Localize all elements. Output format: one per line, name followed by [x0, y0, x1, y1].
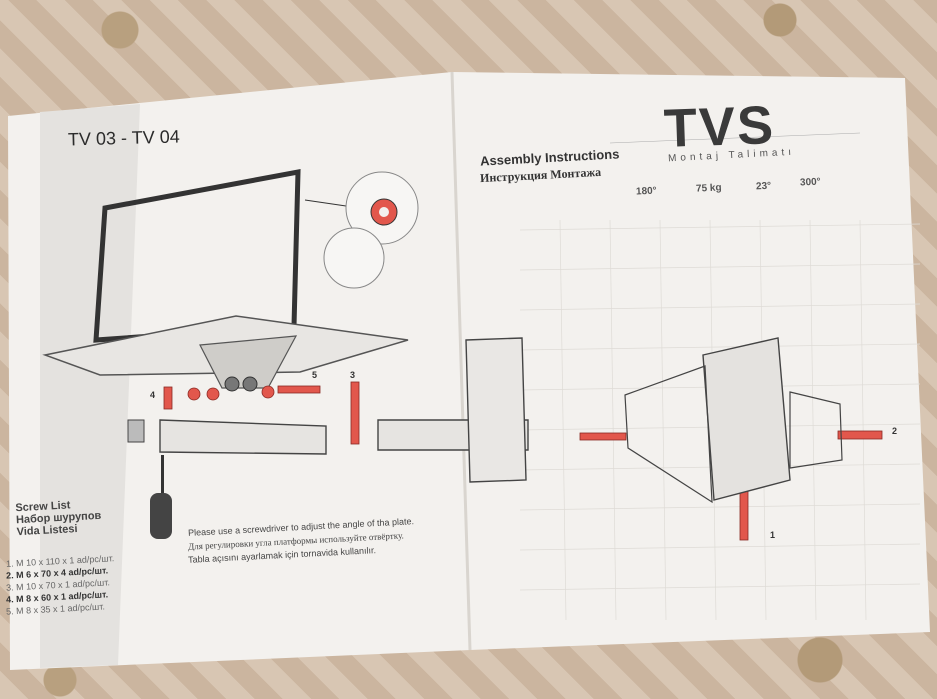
part-number-3: 3: [350, 370, 356, 380]
screw-2: [579, 432, 627, 441]
screwdriver: [150, 493, 172, 539]
part-number-5: 5: [312, 370, 318, 380]
screw-3: [350, 381, 360, 445]
screw-list-heading: Screw List Набор шурупов Vida Listesi: [15, 498, 102, 538]
screw-4: [163, 386, 173, 410]
arm-segment-1: [159, 419, 327, 455]
paper-fold: [450, 71, 472, 651]
model-title: TV 03 - TV 04: [67, 126, 180, 150]
part-number-1: 1: [770, 530, 776, 540]
part-number-2: 2: [892, 426, 898, 436]
rotation-badge: 180°: [635, 185, 657, 198]
screw-5: [277, 385, 321, 394]
wall-plate: [702, 337, 791, 501]
detail-circle-bottom: [323, 227, 385, 289]
swivel-badge: 300°: [799, 176, 821, 189]
grey-band: [40, 104, 140, 668]
tilt-badge: 23°: [755, 180, 772, 193]
wall-post: [465, 337, 527, 483]
weight-badge: 75 kg: [695, 182, 722, 195]
arm-end-cap: [127, 419, 145, 443]
wall-anchor: [837, 430, 883, 440]
part-number-4: 4: [150, 390, 156, 400]
